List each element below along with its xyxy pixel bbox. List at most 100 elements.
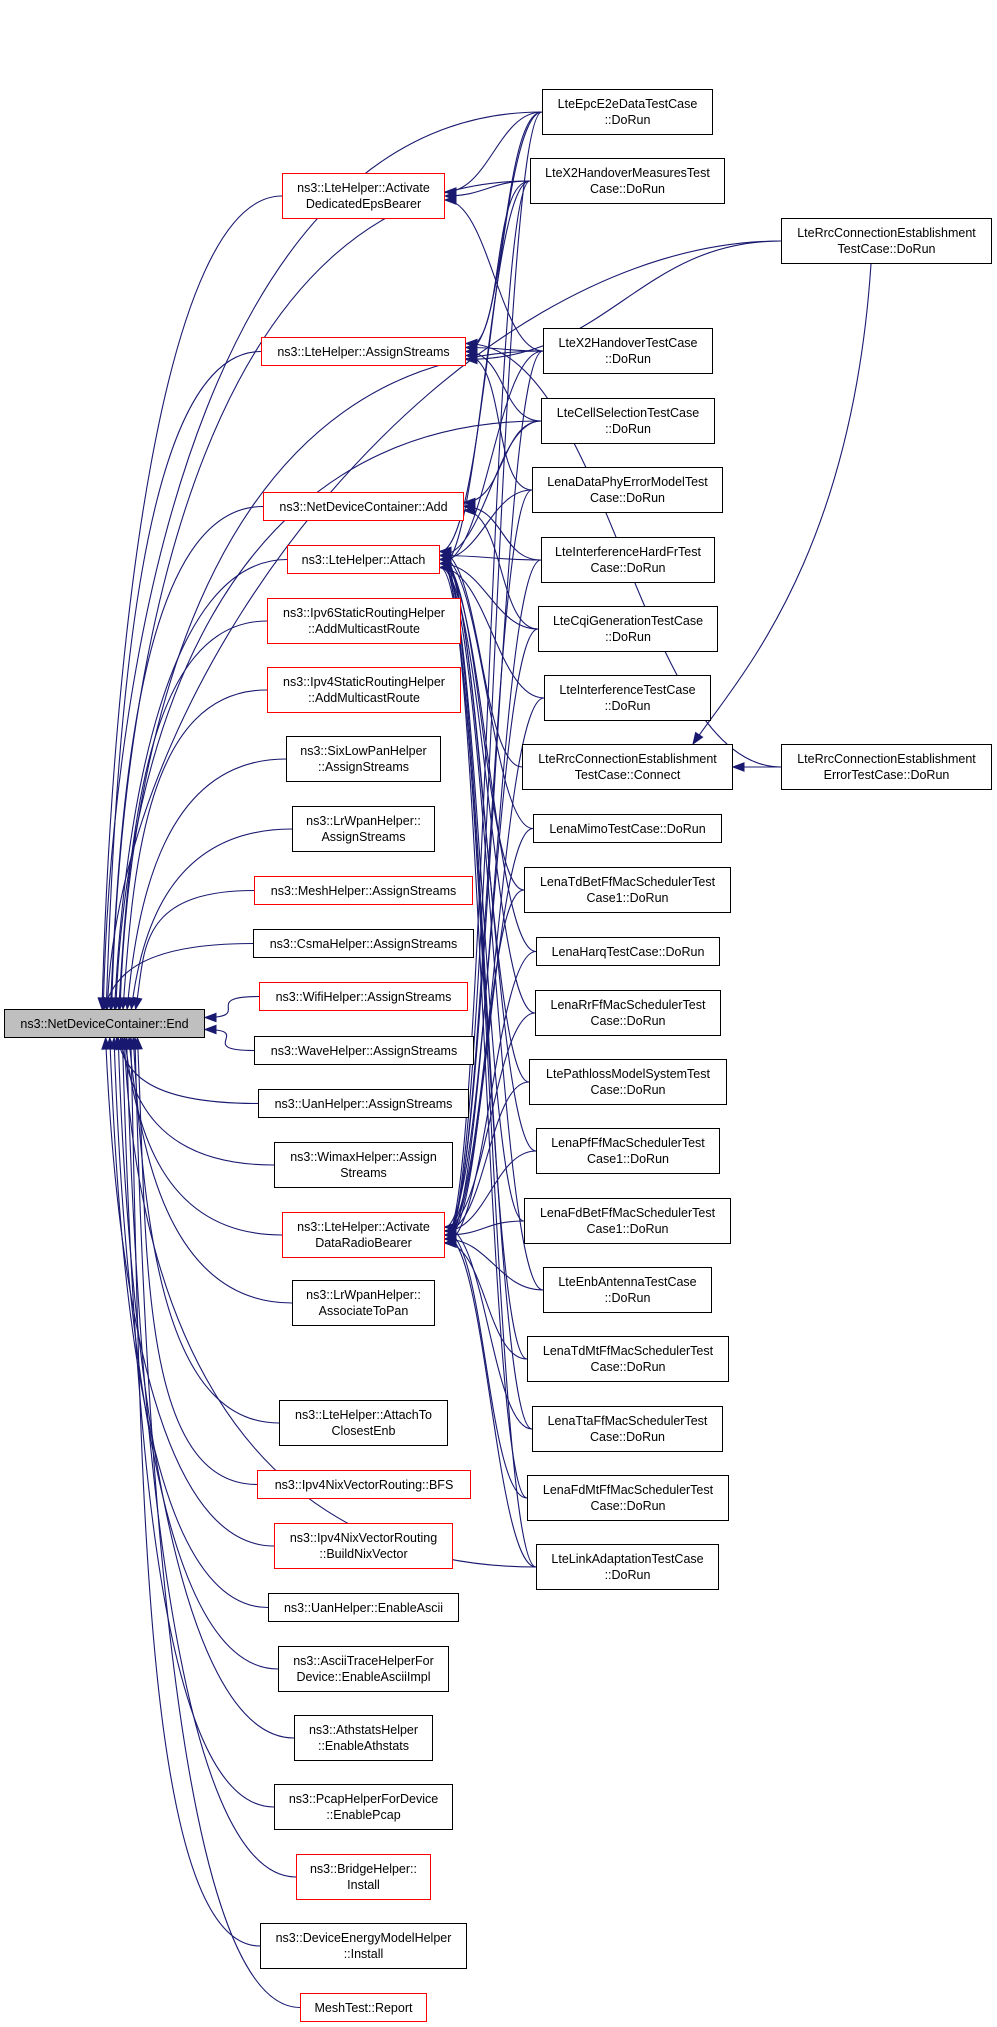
node-label-line: ns3::PcapHelperForDevice [288, 1792, 439, 1806]
node-lte-cqi-generation[interactable]: LteCqiGenerationTestCase::DoRun [538, 606, 718, 652]
node-label-line: ::DoRun [604, 1568, 651, 1582]
node-label-line: ns3::WimaxHelper::Assign [290, 1150, 437, 1164]
node-bridge-install[interactable]: ns3::BridgeHelper::Install [296, 1854, 431, 1900]
node-label-line: Device::EnableAsciiImpl [296, 1670, 431, 1684]
node-label-line: Install [347, 1878, 380, 1892]
call-edge [444, 180, 531, 1240]
node-label-line: Case::DoRun [590, 1499, 666, 1513]
node-lte-enb-antenna[interactable]: LteEnbAntennaTestCase::DoRun [543, 1267, 712, 1313]
node-wifi-assign-streams[interactable]: ns3::WifiHelper::AssignStreams [259, 982, 468, 1011]
node-ipv6-add-multicast-route[interactable]: ns3::Ipv6StaticRoutingHelper::AddMultica… [267, 598, 461, 644]
call-edge [465, 180, 531, 349]
call-edge [135, 889, 255, 1010]
node-uan-enable-ascii[interactable]: ns3::UanHelper::EnableAscii [268, 1593, 459, 1622]
node-label-line: MeshTest::Report [314, 2000, 413, 2015]
call-edge [463, 505, 542, 561]
node-wave-assign-streams[interactable]: ns3::WaveHelper::AssignStreams [254, 1036, 474, 1065]
node-lte-attach[interactable]: ns3::LteHelper::Attach [287, 545, 440, 574]
node-label-line: Case::DoRun [590, 1360, 666, 1374]
call-edge [444, 111, 543, 1244]
node-label-line: AssignStreams [321, 830, 406, 844]
node-csma-assign-streams[interactable]: ns3::CsmaHelper::AssignStreams [253, 929, 474, 958]
node-label-line: ns3::UanHelper::AssignStreams [274, 1096, 453, 1111]
node-label-line: ::DoRun [604, 113, 651, 127]
node-meshtest-report[interactable]: MeshTest::Report [300, 1993, 427, 2022]
call-edge [444, 111, 543, 193]
node-lte-cell-selection[interactable]: LteCellSelectionTestCase::DoRun [541, 398, 715, 444]
node-netdevicecontainer-add[interactable]: ns3::NetDeviceContainer::Add [263, 492, 464, 521]
node-label-line: Case1::DoRun [586, 891, 669, 905]
node-label-line: ns3::AsciiTraceHelperFor [293, 1654, 434, 1668]
node-label-line: LenaHarqTestCase::DoRun [551, 944, 705, 959]
node-label-line: ns3::BridgeHelper:: [309, 1862, 417, 1876]
edge-arrowhead [132, 996, 143, 1011]
node-lte-link-adaptation[interactable]: LteLinkAdaptationTestCase::DoRun [536, 1544, 719, 1590]
node-uan-assign-streams[interactable]: ns3::UanHelper::AssignStreams [258, 1089, 469, 1118]
node-lte-x2-handover[interactable]: LteX2HandoverTestCase::DoRun [543, 328, 713, 374]
node-lrwpan-associate-to-pan[interactable]: ns3::LrWpanHelper::AssociateToPan [292, 1280, 435, 1326]
node-ipv4-add-multicast-route[interactable]: ns3::Ipv4StaticRoutingHelper::AddMultica… [267, 667, 461, 713]
edge-arrowhead [464, 354, 478, 365]
node-label-line: ns3::LteHelper::Activate [297, 181, 430, 195]
node-sixlowpan-assign-streams[interactable]: ns3::SixLowPanHelper::AssignStreams [286, 736, 441, 782]
node-label-line: ::EnableAthstats [317, 1739, 410, 1753]
node-label-line: ErrorTestCase::DoRun [823, 768, 950, 782]
node-label-line: ::DoRun [604, 699, 651, 713]
node-lte-epc-e2e-data[interactable]: LteEpcE2eDataTestCase::DoRun [542, 89, 713, 135]
node-label-line: LteCqiGenerationTestCase [552, 614, 704, 628]
call-edge [204, 995, 260, 1019]
call-edge [105, 350, 262, 1010]
call-edge [444, 950, 537, 1244]
node-ipv4-nix-bfs[interactable]: ns3::Ipv4NixVectorRouting::BFS [257, 1470, 471, 1499]
node-lena-harq[interactable]: LenaHarqTestCase::DoRun [536, 937, 720, 966]
call-edge [444, 1230, 528, 1499]
node-label-line: Case::DoRun [589, 1430, 666, 1444]
node-pcap-enable-pcap[interactable]: ns3::PcapHelperForDevice::EnablePcap [274, 1784, 453, 1830]
call-edge [114, 558, 288, 1010]
call-edge [439, 554, 542, 561]
node-device-energy-install[interactable]: ns3::DeviceEnergyModelHelper::Install [260, 1923, 467, 1969]
node-label-line: ns3::WaveHelper::AssignStreams [270, 1043, 458, 1058]
node-lena-mimo[interactable]: LenaMimoTestCase::DoRun [533, 814, 722, 843]
node-label-line: ::BuildNixVector [319, 1547, 408, 1561]
node-lte-interference[interactable]: LteInterferenceTestCase::DoRun [544, 675, 711, 721]
call-edge [119, 350, 544, 1010]
node-label-line: Streams [340, 1166, 387, 1180]
node-athstats-enable-athstats[interactable]: ns3::AthstatsHelper::EnableAthstats [294, 1715, 433, 1761]
node-label-line: Case::DoRun [589, 491, 666, 505]
call-edge [444, 350, 544, 1236]
call-edge [130, 1037, 261, 1947]
call-edge [121, 1037, 275, 1808]
edge-arrowhead [443, 195, 457, 205]
node-label-line: LenaPfFfMacSchedulerTest [551, 1136, 705, 1150]
node-ipv4-nix-build-nix-vector[interactable]: ns3::Ipv4NixVectorRouting::BuildNixVecto… [274, 1523, 453, 1569]
node-mesh-assign-streams[interactable]: ns3::MeshHelper::AssignStreams [254, 876, 473, 905]
edge-arrowhead [438, 562, 452, 573]
node-lte-assign-streams[interactable]: ns3::LteHelper::AssignStreams [261, 337, 466, 366]
node-lrwpan-assign-streams[interactable]: ns3::LrWpanHelper::AssignStreams [292, 806, 435, 852]
node-label-line: ns3::MeshHelper::AssignStreams [270, 883, 457, 898]
node-label-line: ns3::LteHelper::AssignStreams [277, 344, 450, 359]
node-label-line: Case1::DoRun [587, 1152, 669, 1166]
call-edge [122, 689, 268, 1010]
node-label-line: ClosestEnb [331, 1424, 396, 1438]
